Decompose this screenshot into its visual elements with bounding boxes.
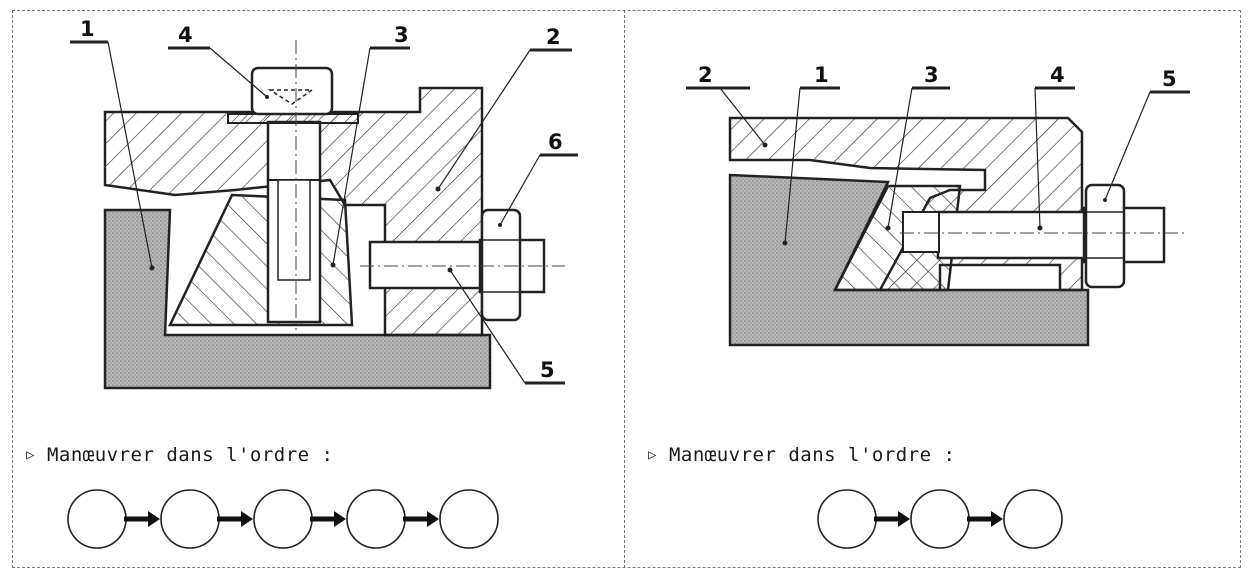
page-border xyxy=(12,10,1241,568)
left-part-labels: 1 4 3 2 6 5 xyxy=(80,17,563,382)
right-step-circle-1[interactable] xyxy=(817,489,877,549)
label-left-4: 4 xyxy=(178,23,193,47)
instruction-right: ▷ Manœuvrer dans l'ordre : xyxy=(648,444,955,466)
left-step-circle-4[interactable] xyxy=(346,489,406,549)
right-leaders xyxy=(686,86,1190,244)
left-step-circle-2[interactable] xyxy=(160,489,220,549)
left-screw-head xyxy=(250,66,334,116)
right-adjust-screw xyxy=(936,210,1090,260)
right-base-part xyxy=(728,173,1090,347)
left-leaders xyxy=(70,40,578,385)
label-left-5: 5 xyxy=(540,358,555,382)
right-assembly xyxy=(728,116,1188,347)
left-arrow-head-icon-3 xyxy=(334,511,346,527)
sequence-left xyxy=(67,489,499,549)
pointer-triangle-icon: ▷ xyxy=(648,447,657,463)
label-right-3: 3 xyxy=(924,63,939,87)
left-arrow-head-icon-2 xyxy=(241,511,253,527)
right-arrow-head-icon-2 xyxy=(991,511,1003,527)
instruction-right-text: Manœuvrer dans l'ordre : xyxy=(668,444,956,466)
label-left-6: 6 xyxy=(548,130,563,154)
right-screw-head xyxy=(902,211,940,253)
left-washer xyxy=(227,113,359,124)
left-step-circle-3[interactable] xyxy=(253,489,313,549)
right-part-labels: 2 1 3 4 5 xyxy=(698,63,1177,91)
left-step-circle-1[interactable] xyxy=(67,489,127,549)
panel-divider xyxy=(624,10,625,568)
pointer-triangle-icon: ▷ xyxy=(26,447,35,463)
right-step-circle-2[interactable] xyxy=(910,489,970,549)
right-step-circle-3[interactable] xyxy=(1003,489,1063,549)
instruction-left: ▷ Manœuvrer dans l'ordre : xyxy=(26,444,333,466)
label-right-2: 2 xyxy=(698,63,713,87)
right-lock-nut xyxy=(1084,183,1126,289)
label-left-2: 2 xyxy=(546,25,561,49)
right-arrow-head-icon-1 xyxy=(898,511,910,527)
instruction-left-text: Manœuvrer dans l'ordre : xyxy=(46,444,334,466)
left-step-circle-5[interactable] xyxy=(439,489,499,549)
left-arrow-head-icon-4 xyxy=(427,511,439,527)
left-adjust-screw xyxy=(368,240,484,290)
label-left-1: 1 xyxy=(80,17,95,41)
sequence-right xyxy=(817,489,1063,549)
label-right-1: 1 xyxy=(814,63,829,87)
label-left-3: 3 xyxy=(394,23,409,47)
label-right-4: 4 xyxy=(1050,63,1065,87)
left-gib-wedge xyxy=(168,193,354,327)
left-assembly xyxy=(103,40,565,390)
left-base-part xyxy=(103,208,492,390)
label-right-5: 5 xyxy=(1162,67,1177,91)
left-arrow-head-icon-1 xyxy=(148,511,160,527)
